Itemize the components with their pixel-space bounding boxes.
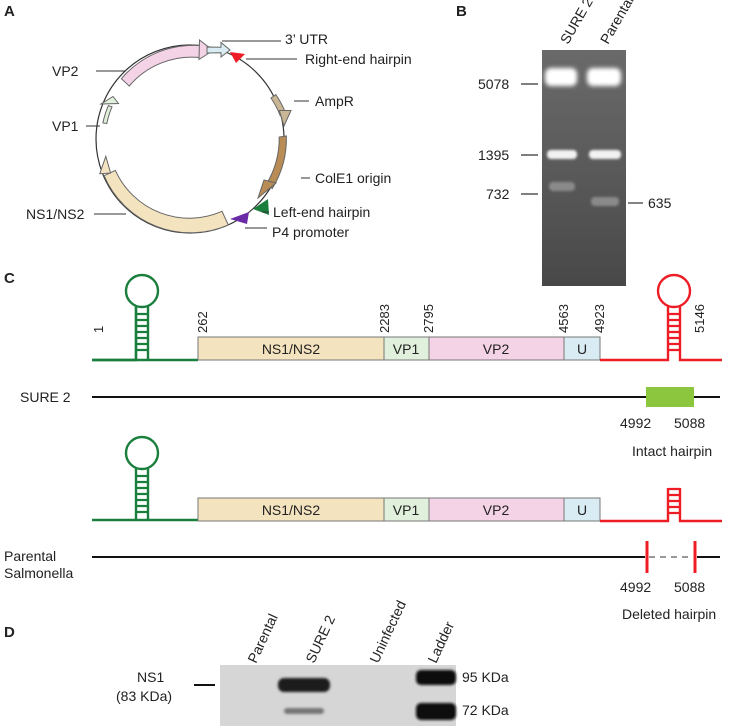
panel-a: A 3’ UTR	[4, 3, 412, 240]
vp1-arrowhead	[99, 95, 120, 105]
parental-end: 5088	[674, 579, 705, 595]
pos-2795: 2795	[421, 304, 436, 333]
cole1-arrow	[265, 135, 287, 190]
pos-4563: 4563	[556, 304, 571, 333]
segment-u-2	[563, 497, 601, 522]
blot-lane-sure2: SURE 2	[302, 612, 338, 665]
vp2-arrowhead	[198, 38, 214, 61]
marker-635: 635	[648, 195, 672, 211]
blot-lane-parental: Parental	[244, 611, 281, 665]
deleted-hairpin-caption: Deleted hairpin	[622, 606, 716, 622]
gel-band	[591, 197, 619, 206]
sure2-end: 5088	[674, 415, 705, 431]
pos-2283: 2283	[377, 304, 392, 333]
sure2-start: 4992	[620, 415, 651, 431]
segment-ns1ns2-label: NS1/NS2	[262, 341, 321, 357]
intact-hairpin-bar	[646, 387, 694, 407]
gel-band	[547, 150, 577, 159]
marker-1395: 1395	[478, 147, 509, 163]
sure2-label: SURE 2	[20, 389, 71, 405]
blot-band-sure2-ns1	[278, 678, 330, 692]
gel-band	[587, 68, 621, 86]
segment-vp1-label: VP1	[393, 341, 420, 357]
left-hairpin-marker	[253, 199, 269, 215]
segment-u-label: U	[577, 341, 587, 357]
gel-band	[549, 182, 575, 191]
panel-d: D Parental SURE 2 Uninfected Ladder NS1 …	[4, 598, 509, 726]
parental-label-line2: Salmonella	[4, 565, 73, 581]
panel-b-letter: B	[456, 3, 467, 20]
label-vp2: VP2	[52, 63, 79, 79]
gel-band	[545, 68, 577, 86]
pos-5146: 5146	[692, 304, 707, 333]
ns1-label: NS1	[137, 669, 164, 685]
left-hairpin-loop	[124, 273, 160, 309]
marker-5078: 5078	[478, 76, 509, 92]
left-hairpin-rungs-2	[136, 474, 148, 514]
right-hairpin-loop	[656, 273, 692, 309]
truncated-hairpin-rungs	[668, 487, 680, 515]
label-right-hairpin: Right-end hairpin	[305, 51, 412, 67]
gel-lane-sure2: SURE 2	[557, 0, 596, 47]
left-hairpin-loop-2	[124, 435, 160, 471]
panel-c: C 1 262 2283 2795 4563 4923 5146 NS1/NS2…	[4, 270, 722, 622]
label-vp1: VP1	[52, 118, 79, 134]
vp2-arrow	[120, 44, 201, 87]
ns1-size-label: (83 KDa)	[116, 688, 172, 704]
blot-band-ladder-72	[416, 703, 456, 720]
gel-band	[589, 150, 621, 159]
panel-d-letter: D	[4, 624, 15, 641]
gel-lane-parental: Parental	[597, 0, 637, 46]
segment-vp2-label: VP2	[483, 341, 510, 357]
label-p4: P4 promoter	[272, 224, 349, 240]
label-ns1ns2: NS1/NS2	[26, 206, 85, 222]
right-hairpin-rungs	[668, 312, 680, 352]
agarose-gel	[542, 50, 626, 286]
marker-732: 732	[486, 186, 510, 202]
pos-4923: 4923	[592, 304, 607, 333]
panel-b: B SURE 2 Parental 5078 1395 732 635	[456, 0, 672, 286]
blot-band-ladder-95	[416, 670, 456, 685]
utr-arrow	[206, 41, 231, 59]
segment-vp1-label-2: VP1	[393, 502, 420, 518]
pos-262: 262	[195, 311, 210, 333]
ns1ns2-arrowhead	[99, 154, 112, 175]
p4-promoter-marker	[230, 212, 249, 224]
truncated-hairpin-stem	[600, 488, 722, 523]
panel-a-letter: A	[4, 3, 15, 20]
blot-lane-uninfected: Uninfected	[366, 598, 409, 665]
blot-lane-ladder: Ladder	[424, 619, 457, 666]
label-left-hairpin: Left-end hairpin	[273, 204, 370, 220]
segment-u-label-2: U	[577, 502, 587, 518]
segment-ns1ns2-label-2: NS1/NS2	[262, 502, 321, 518]
ns1ns2-arrow	[103, 169, 229, 234]
pos-1: 1	[91, 326, 106, 333]
ladder-72-label: 72 KDa	[462, 702, 509, 718]
right-hairpin-marker	[230, 52, 245, 63]
segment-u	[563, 336, 601, 361]
label-ampr: AmpR	[315, 93, 354, 109]
parental-label-line1: Parental	[4, 548, 56, 564]
label-cole1: ColE1 origin	[315, 170, 391, 186]
segment-vp2-label-2: VP2	[483, 502, 510, 518]
genome-map-sure2: NS1/NS2 VP1 VP2 U	[92, 273, 722, 362]
cole1-arrowhead	[256, 179, 278, 200]
intact-hairpin-caption: Intact hairpin	[632, 443, 712, 459]
blot-band-sure2-lower	[284, 708, 324, 714]
parental-start: 4992	[620, 579, 651, 595]
right-hairpin-stem	[600, 306, 722, 362]
label-utr: 3’ UTR	[285, 31, 328, 47]
ampr-arrowhead	[278, 110, 292, 128]
ladder-95-label: 95 KDa	[462, 669, 509, 685]
genome-map-parental: NS1/NS2 VP1 VP2 U	[92, 435, 722, 523]
panel-c-letter: C	[4, 270, 15, 287]
left-hairpin-rungs	[136, 312, 148, 352]
vp1-arrow	[102, 104, 113, 125]
